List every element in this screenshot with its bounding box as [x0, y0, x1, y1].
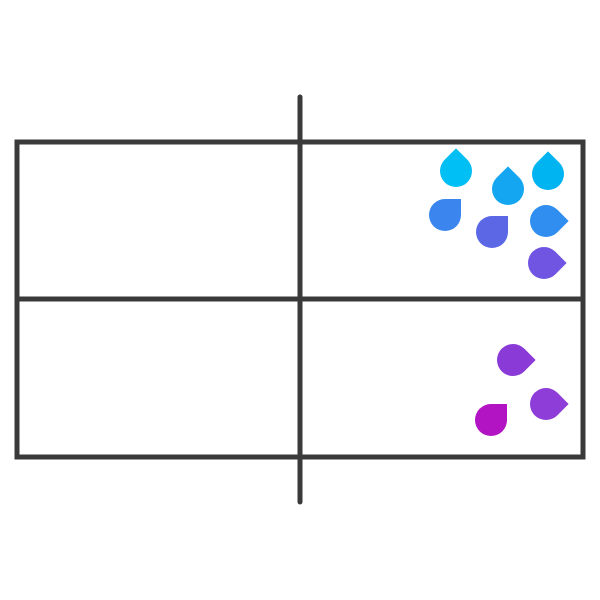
- cell-bottom-right: [475, 344, 569, 436]
- droplet-icon: [528, 247, 567, 279]
- droplet-icon: [476, 216, 508, 248]
- droplet-icon: [492, 166, 524, 205]
- droplet-icon: [532, 151, 564, 190]
- droplet-icon: [440, 148, 472, 187]
- droplet-icon: [530, 388, 569, 420]
- droplet-icon: [530, 205, 569, 237]
- droplet-icon: [475, 404, 507, 436]
- cell-top-right: [429, 148, 569, 279]
- droplet-icon: [497, 344, 536, 376]
- droplet-icon: [429, 199, 461, 231]
